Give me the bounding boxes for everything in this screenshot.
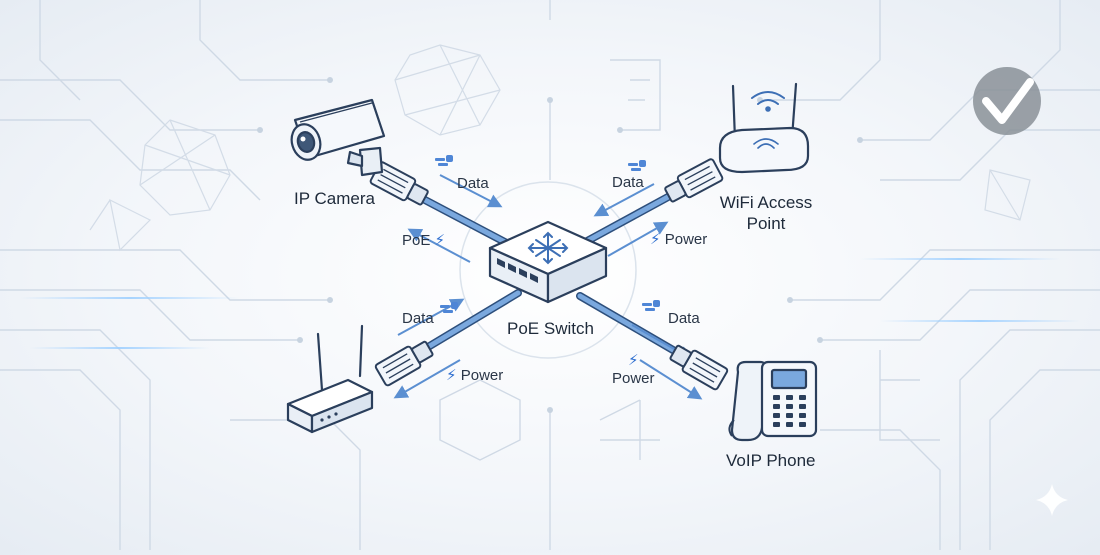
data-packets-icons	[435, 155, 660, 313]
arrow-camera-data	[439, 174, 503, 208]
sparkle-icon	[1036, 484, 1068, 516]
ap-power-label: ⚡ Power	[650, 231, 707, 249]
wifi-signal-icon	[751, 91, 785, 149]
circuit-nodes	[257, 77, 863, 413]
rj45-connector-icon	[374, 340, 434, 387]
rj45-connector-icon	[669, 344, 729, 391]
ip-camera-icon	[290, 98, 386, 177]
cable-router	[424, 289, 522, 351]
light-streaks	[20, 258, 1080, 349]
arrow-router-power	[393, 359, 461, 399]
poe-switch-label: PoE Switch	[507, 319, 594, 338]
router-icon	[286, 324, 374, 434]
phone-data-label: Data	[668, 310, 700, 327]
wifi-access-point-label-line-2: Point	[746, 214, 786, 233]
data-packets-icon	[440, 302, 458, 313]
lightning-bolt-icon: ⚡	[627, 352, 639, 369]
lightning-bolt-icon: ⚡	[434, 232, 446, 249]
wifi-access-point-label-line-1: WiFi Access	[719, 193, 813, 212]
phone-power-text: Power	[612, 370, 655, 387]
rj45-connector-icon	[664, 158, 724, 203]
phone-power-label: ⚡ Power	[612, 352, 655, 388]
camera-power-label: PoE ⚡	[402, 232, 445, 250]
checkmark-badge-icon	[973, 67, 1041, 135]
voip-phone-icon	[728, 360, 818, 442]
data-packets-icon	[628, 160, 646, 171]
lightning-bolt-icon: ⚡	[446, 367, 457, 384]
router-power-label: ⚡ Power	[446, 367, 503, 385]
wifi-access-point-label: WiFi Access Point	[712, 192, 820, 234]
router-power-text: Power	[460, 367, 504, 384]
voip-phone-label: VoIP Phone	[726, 451, 816, 470]
poe-switch-icon	[488, 220, 608, 304]
arrow-ap-power	[607, 221, 669, 257]
wireframe-shapes	[89, 44, 1031, 252]
ap-data-label: Data	[612, 174, 644, 191]
ip-camera-label: IP Camera	[294, 189, 375, 208]
wifi-access-point-icon	[718, 82, 810, 174]
data-packets-icon	[642, 300, 660, 311]
ap-power-text: Power	[664, 231, 708, 248]
router-data-label: Data	[402, 310, 434, 327]
lightning-bolt-icon: ⚡	[650, 231, 661, 248]
network-arrows-icon	[527, 231, 569, 265]
switch-halo	[459, 181, 637, 359]
camera-power-text: PoE	[402, 232, 431, 249]
cable-ap	[574, 193, 672, 250]
data-packets-icon	[435, 155, 453, 166]
arrow-camera-power	[407, 228, 471, 263]
camera-data-label: Data	[457, 175, 489, 192]
arrow-ap-data	[593, 183, 655, 217]
cables	[421, 193, 677, 354]
arrow-phone-power	[639, 359, 703, 400]
cable-phone	[576, 292, 677, 354]
